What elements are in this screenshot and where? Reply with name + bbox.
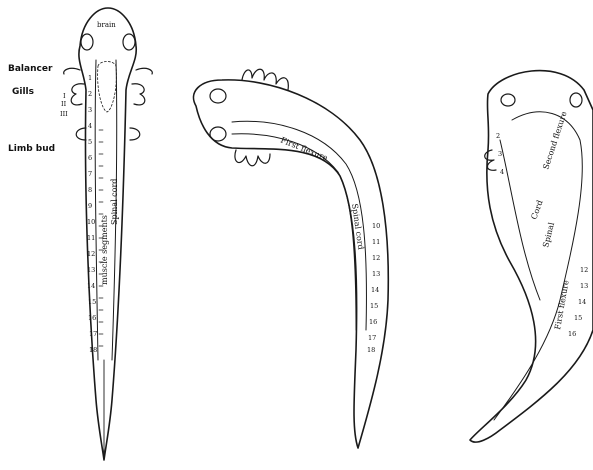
seg-num: 2 <box>88 90 92 98</box>
embryo-lateral-second-flexure: Second flexure Cord Spinal First flexure… <box>470 71 593 443</box>
gill-numeral-2: II <box>61 100 67 108</box>
gill-numeral-3: III <box>60 110 68 118</box>
seg-num: 13 <box>580 282 588 290</box>
seg-num: 15 <box>88 298 96 306</box>
seg-num: 18 <box>367 346 375 354</box>
embryo-dorsal-view: brain Balancer Gills Limb bud I II III S… <box>8 8 152 460</box>
spinal-label: Spinal <box>541 221 556 248</box>
first-flexure-label: First flexure <box>279 136 329 163</box>
seg-num: 2 <box>496 132 500 140</box>
seg-num: 10 <box>372 222 380 230</box>
seg-num: 14 <box>87 282 95 290</box>
cord-label: Cord <box>529 199 544 221</box>
muscle-segments-label: muscle segments <box>100 215 109 285</box>
seg-num: 13 <box>372 270 380 278</box>
first-flexure-label-3: First flexure <box>553 279 571 330</box>
spinal-cord-label-1: Spinal cord <box>110 179 119 225</box>
embryo-lateral-first-flexure: First flexure Spinal cord 10 11 12 13 14… <box>194 69 389 448</box>
second-flexure-label: Second flexure <box>541 110 568 171</box>
seg-num: 12 <box>87 250 95 258</box>
seg-num: 18 <box>89 346 97 354</box>
limb-bud-label: Limb bud <box>8 144 55 154</box>
seg-num: 6 <box>88 154 92 162</box>
brain-label: brain <box>97 21 116 29</box>
seg-num: 12 <box>580 266 588 274</box>
seg-num: 17 <box>368 334 376 342</box>
gills-label: Gills <box>12 87 34 97</box>
seg-num: 3 <box>88 106 92 114</box>
seg-num: 4 <box>88 122 92 130</box>
seg-num: 4 <box>500 168 504 176</box>
seg-num: 11 <box>372 238 380 246</box>
seg-num: 11 <box>87 234 95 242</box>
seg-num: 8 <box>88 186 92 194</box>
seg-num: 9 <box>88 202 92 210</box>
gill-numeral-1: I <box>63 92 66 100</box>
seg-num: 10 <box>87 218 95 226</box>
seg-num: 5 <box>88 138 92 146</box>
seg-num: 16 <box>369 318 377 326</box>
seg-num: 13 <box>87 266 95 274</box>
seg-num: 3 <box>498 150 502 158</box>
seg-num: 16 <box>88 314 96 322</box>
seg-num: 15 <box>574 314 582 322</box>
seg-num: 14 <box>578 298 586 306</box>
seg-num: 7 <box>88 170 92 178</box>
seg-num: 15 <box>370 302 378 310</box>
seg-num: 16 <box>568 330 576 338</box>
seg-num: 17 <box>89 330 97 338</box>
seg-num: 12 <box>372 254 380 262</box>
seg-num: 14 <box>371 286 379 294</box>
seg-num: 1 <box>88 74 92 82</box>
balancer-label: Balancer <box>8 64 53 74</box>
